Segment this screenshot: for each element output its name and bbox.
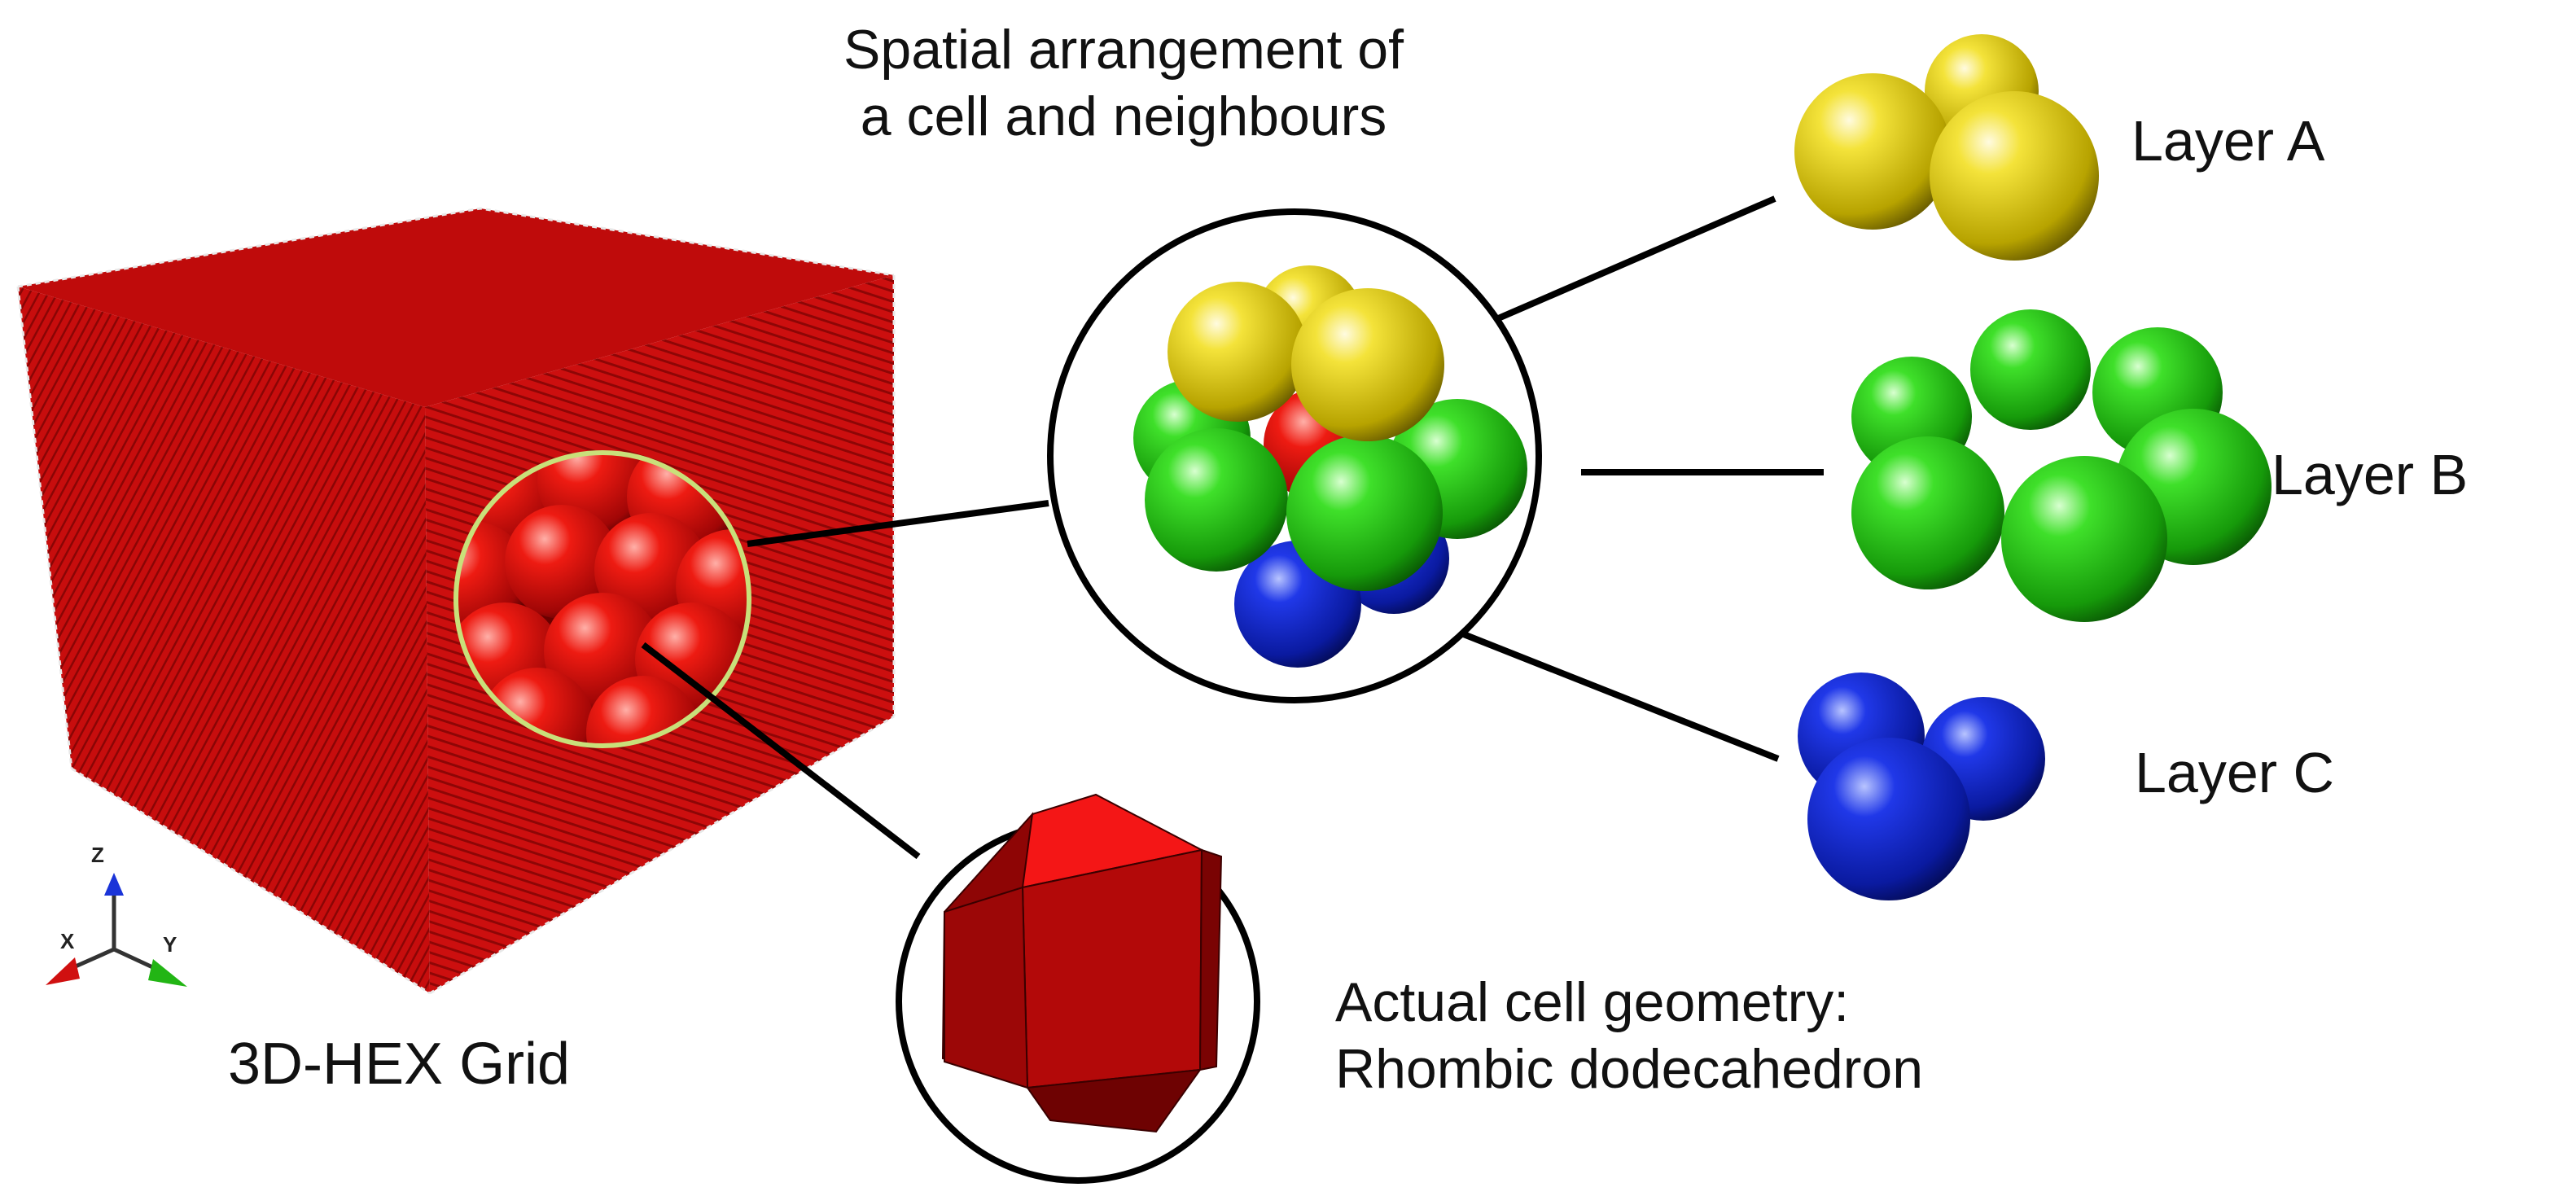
magnifier-ring — [453, 450, 751, 748]
layer-c-label: Layer C — [2135, 741, 2335, 804]
connector-grid-to-cell — [641, 642, 921, 860]
layer-c-spheres — [1798, 672, 2045, 900]
connector-layer-c — [1448, 625, 1780, 762]
hex-grid-cube — [16, 207, 896, 995]
layer-a-label: Layer A — [2131, 109, 2325, 173]
axis-z-label: Z — [91, 843, 104, 867]
spatial-caption-line-2: a cell and neighbours — [860, 85, 1387, 147]
grid-caption: 3D-HEX Grid — [228, 1032, 571, 1097]
cell-geometry-caption-line-2: Rhombic dodecahedron — [1335, 1038, 1924, 1100]
y-axis-arrow — [148, 959, 187, 987]
cell-geometry-caption-line-1: Actual cell geometry: — [1335, 971, 1850, 1033]
arrangement-circle — [1047, 208, 1542, 703]
rhombic-dodecahedron — [941, 793, 1223, 1133]
spatial-arrangement-caption: Spatial arrangement of a cell and neighb… — [716, 16, 1531, 150]
connector-lines — [641, 195, 1824, 860]
x-axis-arrow — [46, 957, 80, 985]
axis-y-label: Y — [163, 932, 177, 957]
axis-triad — [46, 873, 187, 987]
cell-geometry-caption: Actual cell geometry: Rhombic dodecahedr… — [1335, 969, 1923, 1102]
cube-top-face — [18, 208, 894, 407]
spatial-caption-line-1: Spatial arrangement of — [843, 19, 1404, 81]
layer-a-spheres — [1794, 34, 2099, 261]
arrangement-layer-b-sphere — [1286, 435, 1443, 591]
cell-geometry-circle — [896, 793, 1260, 1184]
layer-b-spheres — [1851, 309, 2272, 622]
cube-front-face — [18, 287, 430, 993]
connector-grid-to-arrangement — [747, 500, 1049, 547]
layer-b-label: Layer B — [2272, 443, 2469, 506]
z-axis-arrow — [104, 873, 124, 896]
axis-x-label: X — [60, 929, 75, 953]
connector-layer-a — [1495, 195, 1776, 322]
arrangement-layer-a-sphere — [1291, 288, 1444, 441]
arrangement-layer-a-sphere — [1168, 282, 1308, 422]
arrangement-layer-b-sphere — [1145, 428, 1288, 572]
